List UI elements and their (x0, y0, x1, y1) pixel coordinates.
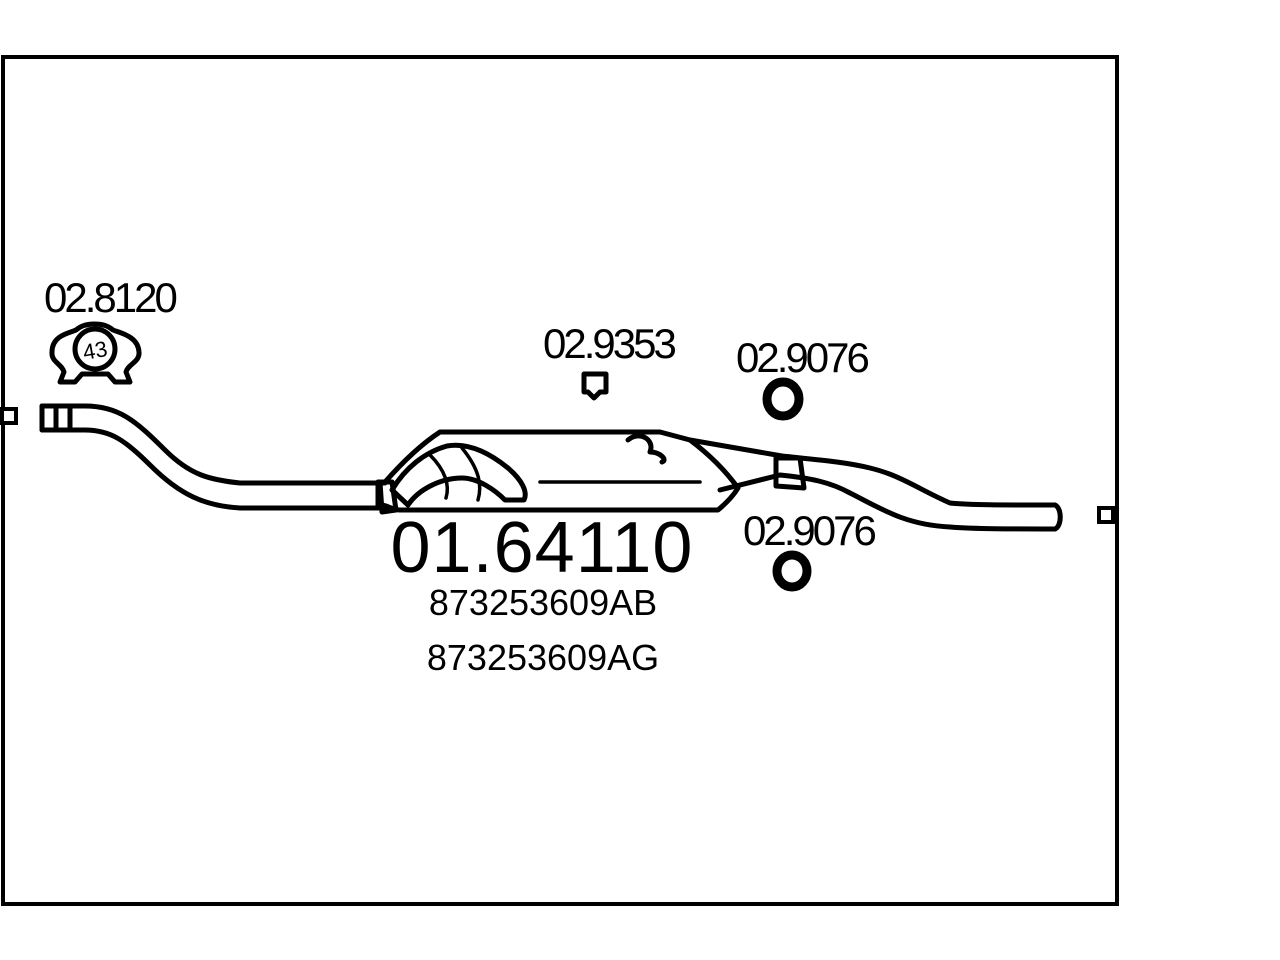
bottom-ring-code: 02.9076 (743, 507, 875, 554)
top-ring-part[interactable]: 02.9076 (736, 334, 871, 421)
rubber-ring-icon (772, 550, 812, 592)
main-part-number: 01.64110 (391, 508, 694, 588)
bottom-ring-part[interactable]: 02.9076 (743, 507, 878, 592)
front-pipe (39, 403, 388, 511)
top-ring-code: 02.9076 (736, 334, 868, 381)
oem-number-1: 873253609AB (429, 582, 657, 623)
front-mount-code: 02.9353 (543, 320, 675, 367)
gasket-inner-label: 43 (81, 336, 109, 365)
connector-left-marker (0, 407, 18, 425)
connector-right-marker (1097, 506, 1115, 524)
tail-pipe (687, 437, 1063, 532)
diagram-frame (1, 55, 1119, 906)
front-mount-part[interactable]: 02.9353 (543, 320, 678, 401)
flange-gasket-icon: 43 (49, 321, 142, 385)
rubber-mount-icon (581, 371, 609, 401)
gasket-code: 02.8120 (44, 274, 176, 321)
rear-muffler[interactable] (375, 429, 741, 515)
gasket-part[interactable]: 02.8120 43 (44, 274, 179, 385)
oem-number-2: 873253609AG (427, 637, 659, 678)
rubber-ring-icon (762, 377, 804, 421)
